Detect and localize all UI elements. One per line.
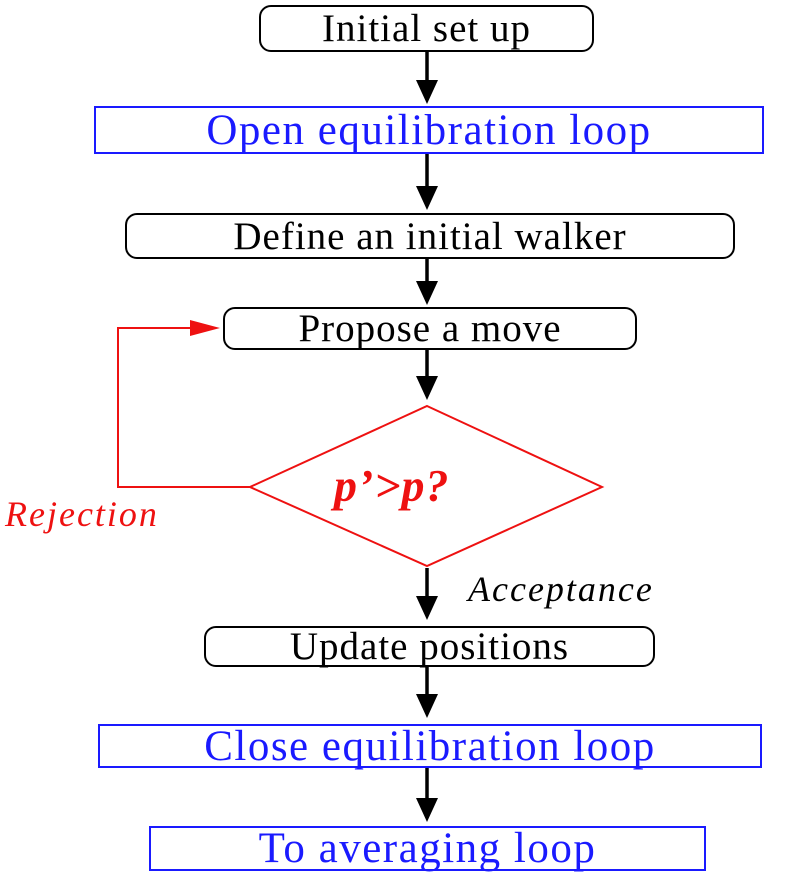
arrow-initial-to-open xyxy=(416,52,438,104)
arrow-open-to-define xyxy=(416,154,438,210)
node-update-positions: Update positions xyxy=(204,626,655,667)
arrow-define-to-propose xyxy=(416,259,438,305)
node-open-equilibration-loop-label: Open equilibration loop xyxy=(206,106,652,154)
node-define-initial-walker-label: Define an initial walker xyxy=(233,214,627,258)
node-to-averaging-loop-label: To averaging loop xyxy=(258,825,597,872)
node-propose-move: Propose a move xyxy=(223,307,637,350)
arrow-propose-to-decision xyxy=(416,350,438,400)
node-close-equilibration-loop-label: Close equilibration loop xyxy=(204,722,656,770)
arrow-update-to-close xyxy=(416,667,438,718)
node-initial-setup-label: Initial set up xyxy=(322,7,531,50)
rejection-loop-path xyxy=(117,320,250,488)
arrow-decision-to-update xyxy=(416,568,438,620)
decision-diamond xyxy=(247,404,605,568)
node-close-equilibration-loop: Close equilibration loop xyxy=(98,724,762,768)
node-open-equilibration-loop: Open equilibration loop xyxy=(94,106,764,154)
rejection-label: Rejection xyxy=(5,494,159,534)
acceptance-label: Acceptance xyxy=(468,569,654,609)
node-initial-setup: Initial set up xyxy=(259,5,594,52)
node-propose-move-label: Propose a move xyxy=(298,307,562,350)
decision-condition-label: p’>p? xyxy=(334,460,450,511)
node-update-positions-label: Update positions xyxy=(289,625,570,668)
arrow-close-to-averaging xyxy=(416,768,438,822)
node-define-initial-walker: Define an initial walker xyxy=(125,213,735,259)
node-to-averaging-loop: To averaging loop xyxy=(149,826,706,871)
